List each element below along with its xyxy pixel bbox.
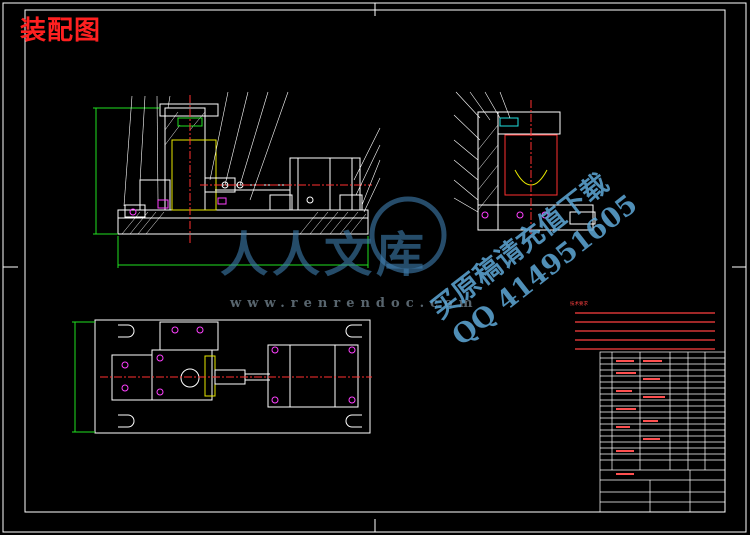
side-view (453, 91, 596, 240)
top-view (72, 319, 372, 434)
watermark-url: www.renrendoc.com (230, 296, 479, 311)
bom-row-marks (616, 360, 665, 475)
technical-notes-marks (575, 312, 715, 350)
drawing-title: 装配图 (20, 16, 102, 46)
watermark-logo (369, 196, 447, 274)
title-block (599, 351, 726, 513)
front-view (93, 91, 381, 268)
watermark-brand: 人人文库 (220, 227, 429, 283)
technical-notes-heading: 技术要求 (570, 302, 588, 307)
